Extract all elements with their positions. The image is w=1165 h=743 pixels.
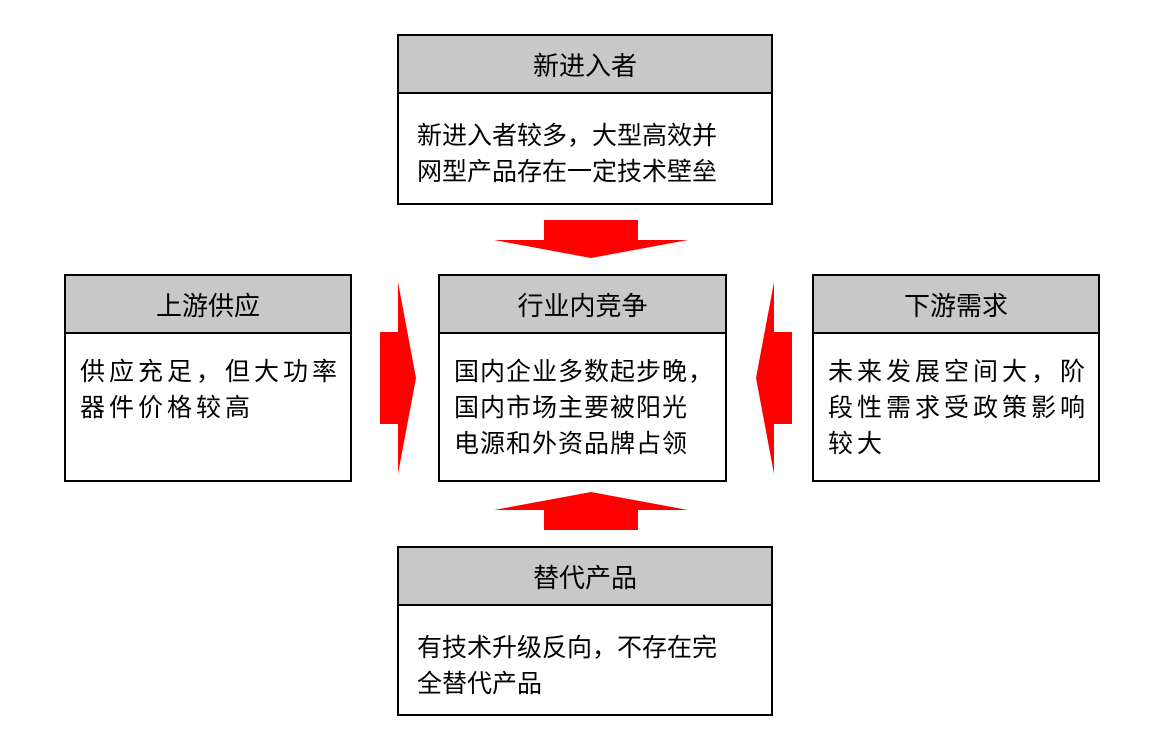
upstream-supply-box: 上游供应 供应充足，但大功率 器件价格较高	[64, 274, 352, 482]
arrow-up-icon	[494, 492, 688, 530]
arrow-down-icon	[494, 220, 688, 258]
downstream-demand-box: 下游需求 未来发展空间大，阶 段性需求受政策影响 较大	[812, 274, 1100, 482]
downstream-demand-title: 下游需求	[814, 276, 1098, 334]
upstream-supply-text: 供应充足，但大功率 器件价格较高	[80, 357, 342, 422]
arrow-left-icon	[756, 282, 792, 474]
new-entrants-title: 新进入者	[399, 36, 771, 94]
new-entrants-text: 新进入者较多，大型高效并 网型产品存在一定技术壁垒	[417, 121, 718, 186]
industry-rivalry-title: 行业内竞争	[440, 276, 725, 334]
industry-rivalry-box: 行业内竞争 国内企业多数起步晚， 国内市场主要被阳光 电源和外资品牌占领	[438, 274, 727, 482]
new-entrants-box: 新进入者 新进入者较多，大型高效并 网型产品存在一定技术壁垒	[397, 34, 773, 205]
industry-rivalry-text: 国内企业多数起步晚， 国内市场主要被阳光 电源和外资品牌占领	[454, 357, 715, 458]
arrow-right-icon	[380, 282, 416, 474]
substitutes-text: 有技术升级反向，不存在完 全替代产品	[417, 633, 718, 698]
substitutes-box: 替代产品 有技术升级反向，不存在完 全替代产品	[397, 546, 773, 716]
upstream-supply-title: 上游供应	[66, 276, 350, 334]
substitutes-title: 替代产品	[399, 548, 771, 606]
downstream-demand-text: 未来发展空间大，阶 段性需求受政策影响 较大	[828, 357, 1090, 458]
